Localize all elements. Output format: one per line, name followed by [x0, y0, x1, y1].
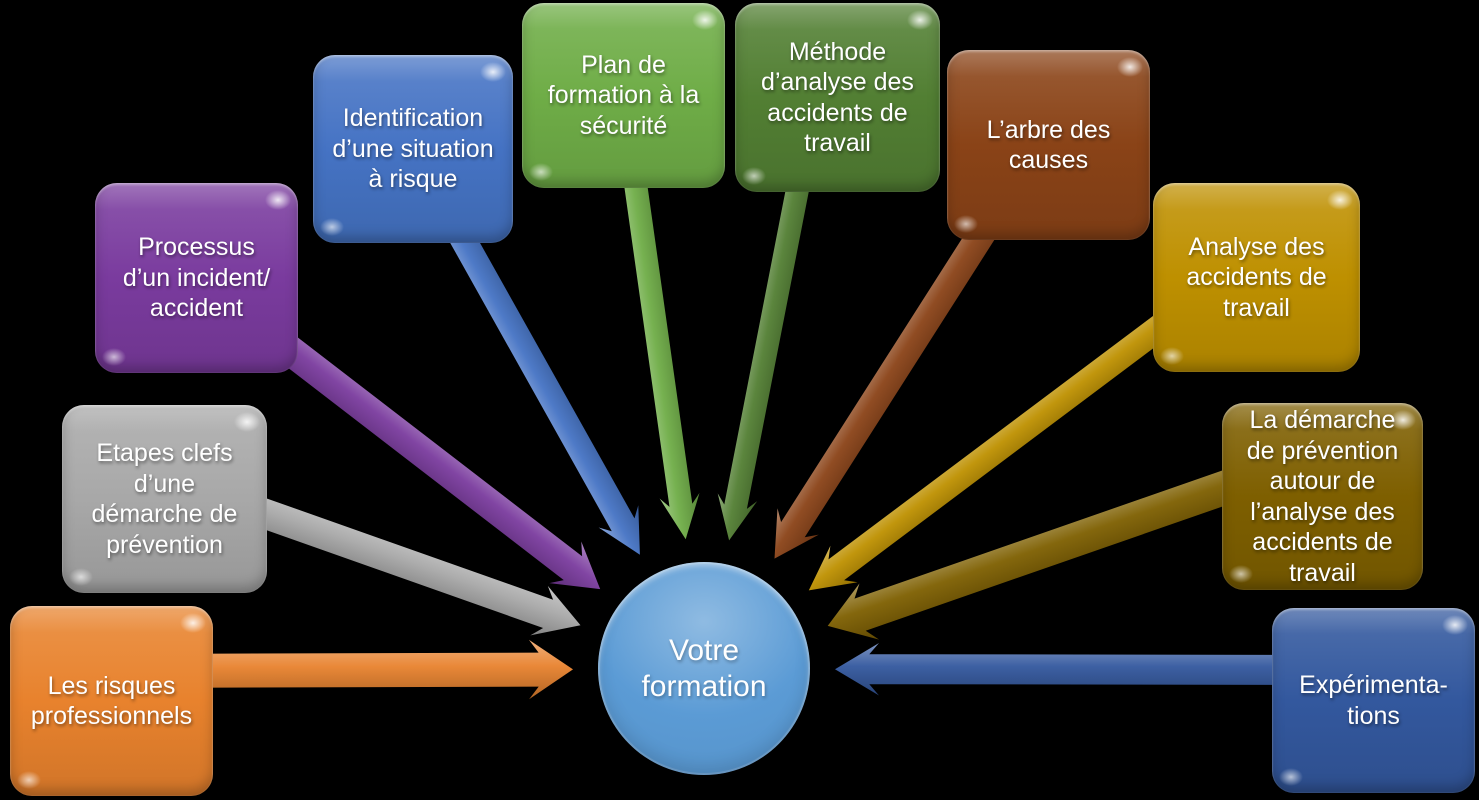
- corner-highlight-icon: [180, 613, 206, 633]
- topic-label: Expérimenta- tions: [1299, 671, 1448, 730]
- topic-box-les-risques-professionnels: Les risques professionnels: [10, 606, 213, 796]
- topic-box-demarche-prevention: La démarche de prévention autour de l’an…: [1222, 403, 1423, 590]
- corner-highlight-icon: [1279, 768, 1303, 786]
- topic-label: La démarche de prévention autour de l’an…: [1246, 406, 1399, 587]
- corner-highlight-icon: [742, 167, 766, 185]
- arrow-analyse-accidents-travail: [808, 244, 1264, 591]
- topic-label: Les risques professionnels: [30, 671, 193, 731]
- topic-label: Méthode d’analyse des accidents de trava…: [761, 37, 914, 158]
- corner-highlight-icon: [529, 163, 553, 181]
- corner-highlight-icon: [320, 218, 344, 236]
- arrow-plan-formation-securite: [611, 93, 700, 540]
- corner-highlight-icon: [234, 412, 260, 432]
- center-circle: Votre formation: [598, 562, 810, 775]
- corner-highlight-icon: [102, 348, 126, 366]
- corner-highlight-icon: [265, 190, 291, 210]
- arrow-les-risques-professionnels: [109, 639, 574, 700]
- corner-highlight-icon: [1117, 57, 1143, 77]
- arrow-methode-analyse-accidents: [717, 112, 824, 541]
- topic-box-methode-analyse-accidents: Méthode d’analyse des accidents de trava…: [735, 3, 940, 192]
- topic-label: L’arbre des causes: [986, 115, 1111, 175]
- topic-box-processus-incident: Processus d’un incident/ accident: [95, 183, 298, 373]
- topic-label: Etapes clefs d’une démarche de préventio…: [91, 439, 238, 559]
- corner-highlight-icon: [1442, 615, 1468, 635]
- topic-box-arbre-des-causes: L’arbre des causes: [947, 50, 1150, 240]
- topic-label: Identification d’une situation à risque: [332, 104, 494, 194]
- corner-highlight-icon: [692, 10, 718, 30]
- topic-label: Plan de formation à la sécurité: [547, 50, 700, 140]
- corner-highlight-icon: [69, 568, 93, 586]
- topic-box-analyse-accidents-travail: Analyse des accidents de travail: [1153, 183, 1360, 372]
- corner-highlight-icon: [954, 215, 978, 233]
- corner-highlight-icon: [480, 62, 506, 82]
- arrow-experimentations: [835, 643, 1370, 696]
- center-label: Votre formation: [641, 634, 767, 703]
- arrow-arbre-des-causes: [774, 150, 1042, 559]
- topic-box-etapes-clefs: Etapes clefs d’une démarche de préventio…: [62, 405, 267, 593]
- topic-box-identification-situation: Identification d’une situation à risque: [313, 55, 513, 243]
- arrow-demarche-prevention: [827, 441, 1316, 640]
- corner-highlight-icon: [17, 771, 41, 789]
- corner-highlight-icon: [1160, 347, 1184, 365]
- topic-label: Analyse des accidents de travail: [1186, 232, 1327, 322]
- topic-box-plan-formation-securite: Plan de formation à la sécurité: [522, 3, 725, 188]
- topic-label: Processus d’un incident/ accident: [122, 233, 271, 323]
- corner-highlight-icon: [907, 10, 933, 30]
- topic-box-experimentations: Expérimenta- tions: [1272, 608, 1475, 793]
- corner-highlight-icon: [1327, 190, 1353, 210]
- arrow-identification-situation: [401, 143, 640, 555]
